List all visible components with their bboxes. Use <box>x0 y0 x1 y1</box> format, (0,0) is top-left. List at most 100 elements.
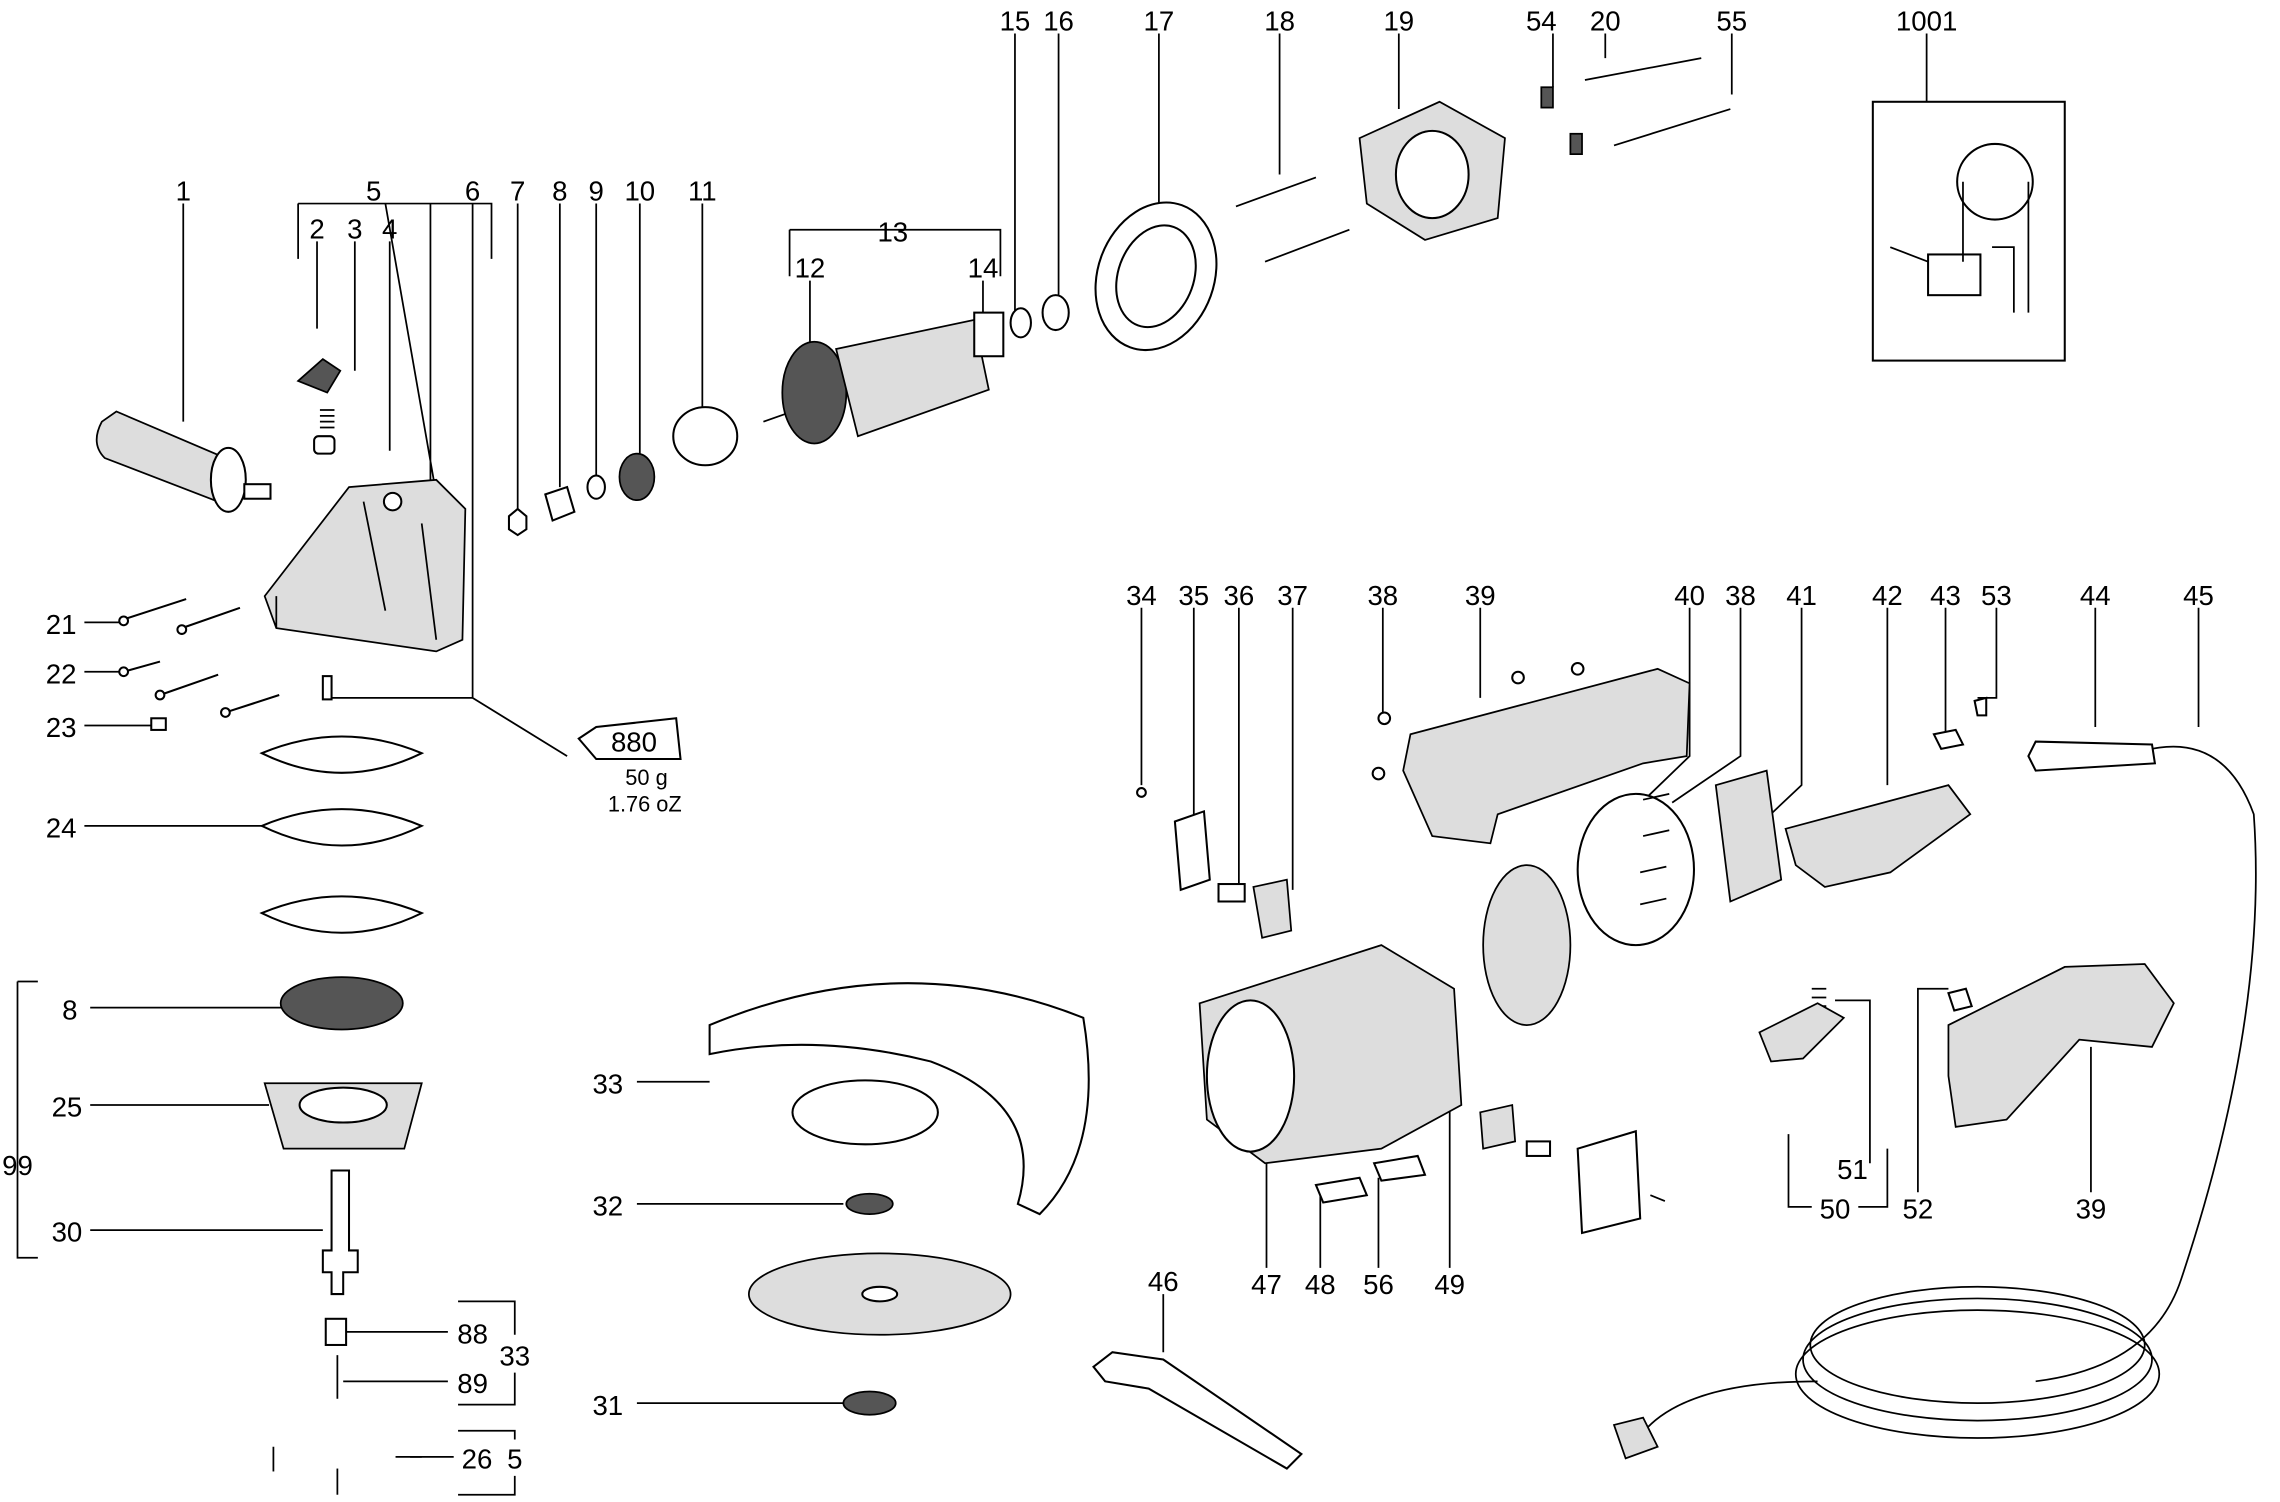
cable-clamp-part <box>1932 728 1965 750</box>
part-number-label: 14 <box>968 253 999 284</box>
sleeve-88-part <box>324 1317 348 1346</box>
part-number-label: 9 <box>589 176 604 207</box>
part-number-label: 54 <box>1526 6 1557 37</box>
part-number-label: 47 <box>1251 1269 1282 1300</box>
part-number-label: 31 <box>592 1390 623 1421</box>
part-number-label: 48 <box>1305 1269 1336 1300</box>
part-number-label: 21 <box>46 609 77 640</box>
part-number-label: 5 <box>507 1444 522 1475</box>
part-number-label: 8 <box>552 176 567 207</box>
part-number-label: 39 <box>2076 1193 2107 1224</box>
handle-shell-part <box>1947 963 2175 1128</box>
clamping-nut-part <box>842 1390 897 1416</box>
leader-lines <box>16 33 2200 1496</box>
spring-part <box>319 409 335 429</box>
screws-38-part <box>1639 793 1670 906</box>
spindle-lock-button-part <box>296 358 342 394</box>
guard-clamp <box>791 1079 939 1146</box>
grease-weight: 50 g <box>625 765 667 790</box>
part-number-label: 33 <box>499 1340 530 1371</box>
gaskets-part <box>259 735 425 934</box>
carbon-brush-part <box>1217 883 1246 903</box>
part-number-label: 1001 <box>1896 6 1957 37</box>
screws-26-part <box>272 1446 422 1495</box>
part-number-label: 5 <box>366 176 381 207</box>
nut-part <box>507 507 528 537</box>
part-number-label: 51 <box>1837 1154 1868 1185</box>
part-number-label: 50 <box>1820 1193 1851 1224</box>
part-number-label: 13 <box>877 216 908 247</box>
part-number-label: 17 <box>1144 6 1175 37</box>
part-number-label: 34 <box>1126 580 1157 611</box>
part-number-label: 55 <box>1716 6 1747 37</box>
part-number-label: 24 <box>46 813 77 844</box>
paddle-switch-lock-part <box>1758 1002 1846 1063</box>
part-number-label: 20 <box>1590 6 1621 37</box>
screws-18-part <box>1235 176 1350 263</box>
part-number-label: 7 <box>510 176 525 207</box>
part-number-label: 4 <box>382 213 397 244</box>
part-number-label: 26 <box>462 1444 493 1475</box>
part-number-label: 16 <box>1043 6 1074 37</box>
brush-cover-part <box>1173 809 1211 892</box>
part-number-label: 89 <box>457 1368 488 1399</box>
part-number-label: 15 <box>1000 6 1031 37</box>
part-number-label: 12 <box>795 253 826 284</box>
part-number-label: 52 <box>1903 1193 1934 1224</box>
switch-electronics-part <box>1784 784 1972 888</box>
armature-part <box>763 311 1005 445</box>
part-number-label: 88 <box>457 1319 488 1350</box>
grease-tube: 880 50 g 1.76 oZ <box>577 717 682 816</box>
pin-spanner-part <box>1092 1351 1303 1470</box>
crown-gear-part <box>279 976 404 1031</box>
part-number-label: 38 <box>1725 580 1756 611</box>
part-number-label: 42 <box>1872 580 1903 611</box>
seal-plate-part <box>1576 792 1695 947</box>
power-cable-part <box>1612 740 2257 1460</box>
field-coil-part <box>1358 100 1506 241</box>
part-number-label: 36 <box>1224 580 1255 611</box>
gear-housing-part <box>263 478 467 653</box>
part-number-label: 37 <box>1277 580 1308 611</box>
brush-cover-lower-part <box>1576 1129 1642 1235</box>
bearing-15-part <box>1009 307 1032 339</box>
part-number-label: 44 <box>2080 580 2111 611</box>
part-number-label: 40 <box>1674 580 1705 611</box>
part-number-label: 25 <box>52 1092 83 1123</box>
grease-tube-code: 880 <box>611 727 657 758</box>
part-drawings: 880 50 g 1.76 oZ <box>95 57 2257 1495</box>
part-number-label: 10 <box>624 176 655 207</box>
part-number-label: 46 <box>1148 1266 1179 1297</box>
side-handle-part <box>95 410 272 513</box>
part-number-label: 49 <box>1434 1269 1465 1300</box>
part-number-label: 35 <box>1178 580 1209 611</box>
support-flange-part <box>845 1192 894 1215</box>
air-guide-ring-part <box>1094 201 1218 352</box>
lock-bolt-part <box>313 435 336 455</box>
part-number-label: 2 <box>309 213 324 244</box>
bearing-plate-part <box>672 406 739 467</box>
electronics-holder-part <box>1714 769 1783 903</box>
carbon-brush-wires-part <box>1540 57 1731 155</box>
wheel-guard-part <box>708 982 1090 1216</box>
screw-53-part <box>1973 696 1988 717</box>
washer-part <box>586 474 606 500</box>
part-number-label: 32 <box>592 1191 623 1222</box>
part-number-label: 22 <box>46 658 77 689</box>
part-number-label: 19 <box>1383 6 1414 37</box>
bevel-gear-small-part <box>544 485 576 522</box>
part-number-label: 53 <box>1981 580 2012 611</box>
part-number-label: 99 <box>2 1150 33 1181</box>
lever-52-part <box>1947 987 1974 1012</box>
brush-holder-part <box>1252 878 1293 939</box>
part-number-label: 3 <box>347 213 362 244</box>
spindle-part <box>321 1169 359 1296</box>
rating-labels-part <box>1314 1154 1427 1204</box>
part-number-label: 33 <box>592 1068 623 1099</box>
part-number-label: 1 <box>176 176 191 207</box>
part-number-label: 11 <box>688 176 717 207</box>
screws-part <box>118 598 333 731</box>
motor-housing-cover-part <box>1402 667 1691 845</box>
